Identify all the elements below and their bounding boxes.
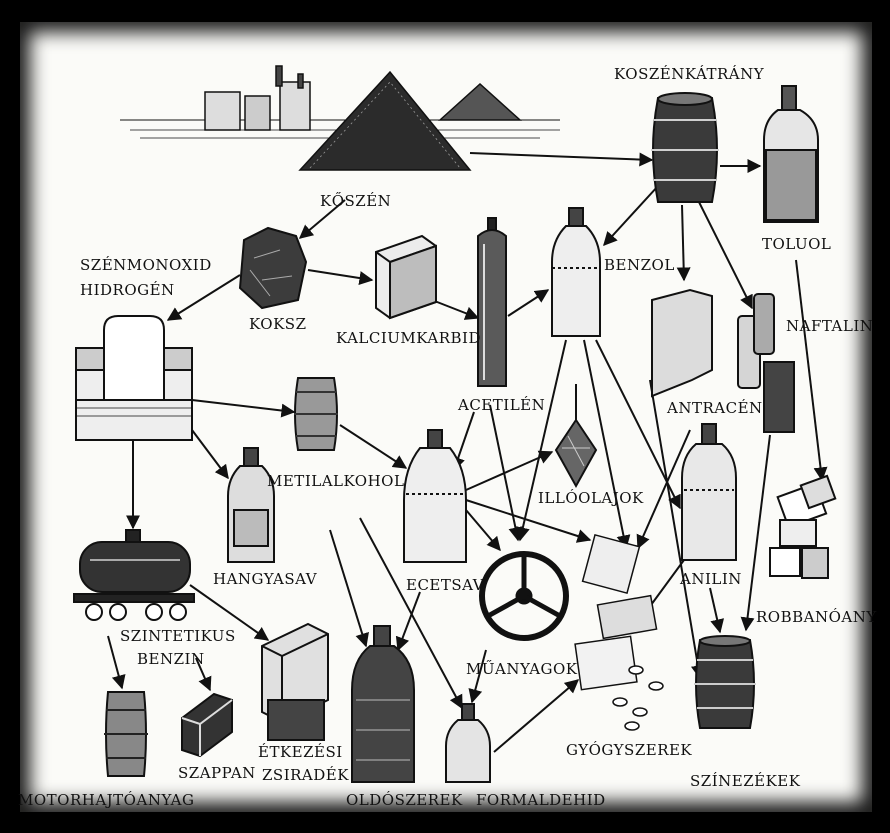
label-benzin: BENZIN — [137, 650, 205, 668]
calcium-carbide-block-illustration — [375, 234, 437, 320]
dye-barrel-illustration — [694, 635, 756, 729]
arrow-muanyag-formaldehid — [468, 649, 487, 704]
formic-acid-bottle-illustration — [227, 447, 275, 563]
arrow-acetilen-muanyag — [489, 404, 523, 542]
label-robbanoany: ROBBANÓANY — [756, 608, 877, 626]
label-formaldehid: FORMALDEHID — [476, 791, 606, 809]
arrow-ecetsav-oldoszer — [395, 591, 421, 652]
label-szenmonoxid: SZÉNMONOXID — [80, 256, 212, 274]
arrow-formaldehid-gyogyszer — [493, 679, 580, 753]
label-koksz: KOKSZ — [249, 315, 307, 333]
coal-heap-illustration — [120, 65, 560, 171]
label-antracen: ANTRACÉN — [666, 399, 763, 417]
label-motorhajtoanyag: MOTORHAJTÓANYAG — [18, 791, 195, 809]
arrow-benzin-motor — [107, 635, 126, 690]
arrow-benzin-szappan — [195, 657, 212, 692]
label-szinezekek: SZÍNEZÉKEK — [690, 772, 801, 790]
arrow-benzol-gyogyszer — [583, 339, 631, 550]
coke-lump-illustration — [238, 226, 308, 310]
plastic-wheel-illustration — [479, 551, 569, 641]
label-ecetsav: ECETSAV — [406, 576, 485, 594]
flow-arrows — [107, 152, 828, 753]
fuel-can-illustration — [104, 691, 148, 777]
arrow-antracen-szinezek — [740, 434, 771, 632]
arrow-anilin-szinezek — [709, 587, 725, 634]
arrow-kalciumkarbid-acetilen — [431, 299, 480, 320]
label-acetilen: ACETILÉN — [457, 396, 545, 414]
benzene-bottle-illustration — [551, 207, 601, 337]
tar-barrel-illustration — [651, 92, 719, 203]
arrow-metilalkohol-ecetsav — [339, 424, 408, 469]
medicine-packages-illustration — [574, 533, 664, 731]
essential-oil-flask-illustration — [554, 384, 598, 489]
arrow-ecetsav-gyogyszer — [465, 499, 592, 543]
label-gyogyszerek: GYÓGYSZEREK — [566, 741, 692, 759]
label-toluol: TOLUOL — [762, 235, 831, 253]
label-kalciumkarbid: KALCIUMKARBID — [336, 329, 481, 347]
arrow-katrany-antracen-a — [676, 204, 691, 282]
label-zsiradek: ZSIRADÉK — [262, 766, 349, 784]
arrow-antracen-gyogyszer — [636, 429, 691, 550]
arrow-kocsi-zsiradek — [189, 584, 270, 641]
soap-box-illustration — [181, 692, 233, 758]
label-anilin: ANILIN — [679, 570, 742, 588]
label-illoolajok: ILLÓOLAJOK — [538, 489, 644, 507]
arrow-toluol-robbanoany — [795, 259, 828, 482]
formaldehyde-bottle-illustration — [445, 703, 491, 783]
arrow-koszen-katrany — [469, 152, 654, 167]
anthracene-jars-illustration — [651, 288, 795, 433]
arrow-koksz-kalciumkarbid — [307, 269, 374, 285]
label-muanyagok: MŰANYAGOK — [466, 660, 578, 678]
arrow-benzol-muanyag — [516, 339, 567, 542]
arrow-tank-hangyasav — [191, 429, 229, 480]
arrow-methyl-oldoszer — [329, 529, 369, 648]
aniline-bottle-illustration — [681, 423, 737, 561]
acetylene-cylinder-illustration — [477, 217, 507, 387]
label-hidrogen: HIDROGÉN — [80, 281, 175, 299]
label-koszenkatrany: KOSZÉNKÁTRÁNY — [614, 65, 765, 83]
label-metilalkohol: METILALKOHOL — [267, 472, 404, 490]
label-szintetikus: SZINTETIKUS — [120, 627, 236, 645]
label-benzol: BENZOL — [604, 256, 675, 274]
arrow-ecetsav-muanyag — [465, 509, 501, 552]
arrow-koksz-szenmonoxid — [166, 274, 241, 321]
node-labels: KOSZÉNKÁTRÁNY KŐSZÉN TOLUOL BENZOL SZÉNM… — [18, 65, 877, 809]
explosive-boxes-illustration — [769, 474, 837, 579]
solvent-demijohn-illustration — [351, 625, 415, 783]
arrow-katrany-naftalin — [697, 199, 753, 310]
arrow-tank-metilalkohol — [191, 399, 296, 418]
arrow-acetilen-benzol — [507, 289, 550, 317]
label-koszen: KŐSZÉN — [320, 192, 391, 210]
arrow-katrany-benzol — [603, 185, 659, 247]
label-szappan: SZAPPAN — [178, 764, 256, 782]
label-etkezesi: ÉTKEZÉSI — [258, 743, 343, 761]
label-naftalin: NAFTALIN — [786, 317, 873, 335]
acetic-acid-bottle-illustration — [403, 429, 467, 563]
methanol-barrel-illustration — [294, 377, 338, 451]
label-oldoszerek: OLDÓSZEREK — [346, 791, 463, 809]
arrow-ecetsav-illoolajok — [465, 450, 554, 491]
arrow-koszen-koksz — [298, 199, 346, 239]
toluol-bottle-illustration — [763, 85, 819, 223]
label-hangyasav: HANGYASAV — [213, 570, 318, 588]
food-fat-block-illustration — [261, 622, 329, 741]
tank-wagon-illustration — [73, 529, 195, 621]
arrow-benzol-szinezek — [649, 379, 705, 680]
synthesis-tank-illustration — [75, 315, 193, 441]
